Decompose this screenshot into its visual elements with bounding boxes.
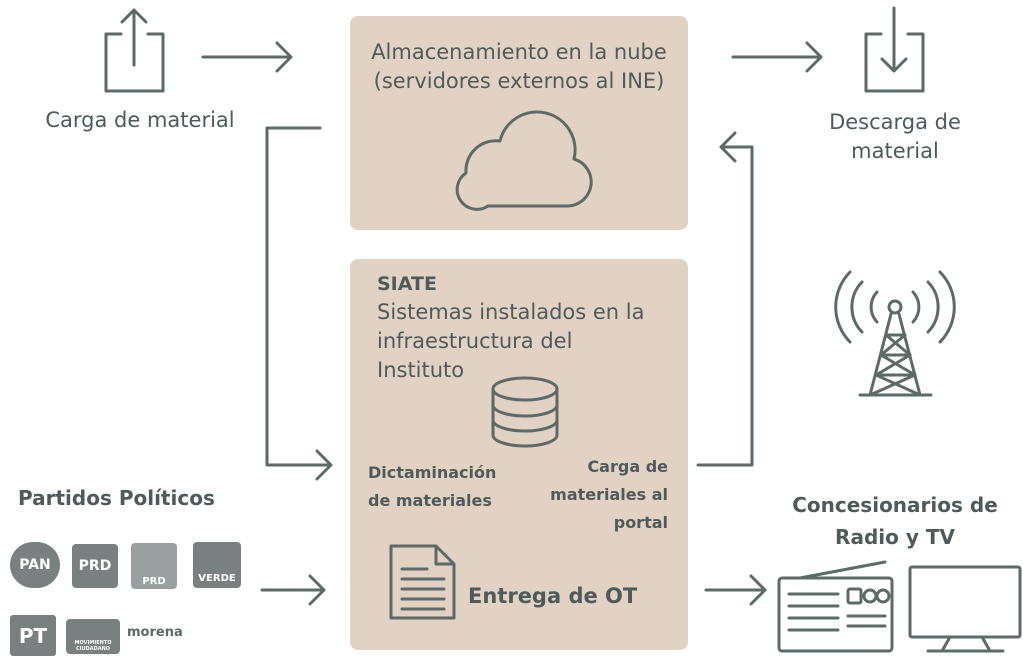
movimiento-ciudadano-logo: MOVIMIENTO CIUDADANO [66,619,120,654]
arrow-siate-to-cloud [696,131,754,467]
download-label-line2: material [851,139,939,163]
dictamination-line1: Dictaminación [368,463,497,482]
radio-icon [777,560,894,653]
prd-sun-logo: PRD [131,543,177,589]
broadcasters-line1: Concesionarios de [792,493,998,517]
dictamination-line2: de materiales [368,491,492,510]
prd-logo: PRD [72,544,118,588]
cloud-icon [455,110,593,211]
arrow-upload-to-cloud [201,41,293,73]
siate-desc-line2: infraestructura del [377,329,573,353]
cloud-title-line2: (servidores externos al INE) [373,69,665,93]
verde-logo: VERDE [193,542,241,588]
siate-title: SIATE [377,273,437,295]
siate-desc-line3: Instituto [377,358,465,382]
download-label: Descarga de material [800,108,990,166]
dictamination-label: Dictaminación de materiales [368,459,496,515]
portal-line1: Carga de [587,457,668,476]
cloud-box-title: Almacenamiento en la nube (servidores ex… [350,38,688,96]
broadcasters-title: Concesionarios de Radio y TV [770,489,1020,553]
antenna-icon [834,270,956,397]
arrow-parties-to-siate [260,574,326,606]
upload-label: Carga de material [45,108,235,132]
siate-box [350,259,688,650]
download-icon [864,6,925,93]
pan-logo: PAN [10,542,60,588]
portal-line3: portal [613,513,668,532]
cloud-title-line1: Almacenamiento en la nube [371,40,667,64]
portal-upload-label: Carga de materiales al portal [540,453,668,537]
document-icon [389,544,456,620]
arrow-siate-to-broadcasters [704,574,767,606]
broadcasters-line2: Radio y TV [835,525,955,549]
pt-logo: PT [10,615,56,656]
parties-title: Partidos Políticos [18,486,215,510]
delivery-label: Entrega de OT [468,584,638,608]
arrow-cloud-to-siate [265,126,333,481]
morena-logo: morena [127,625,183,640]
portal-line2: materiales al [550,485,668,504]
database-icon [491,376,559,448]
cloud-storage-box [350,16,688,230]
download-label-line1: Descarga de [829,110,961,134]
upload-icon [104,8,165,93]
siate-desc-line1: Sistemas instalados en la [377,300,645,324]
siate-description: Sistemas instalados en la infraestructur… [377,298,645,385]
tv-icon [908,565,1022,653]
arrow-cloud-to-download [731,41,823,73]
